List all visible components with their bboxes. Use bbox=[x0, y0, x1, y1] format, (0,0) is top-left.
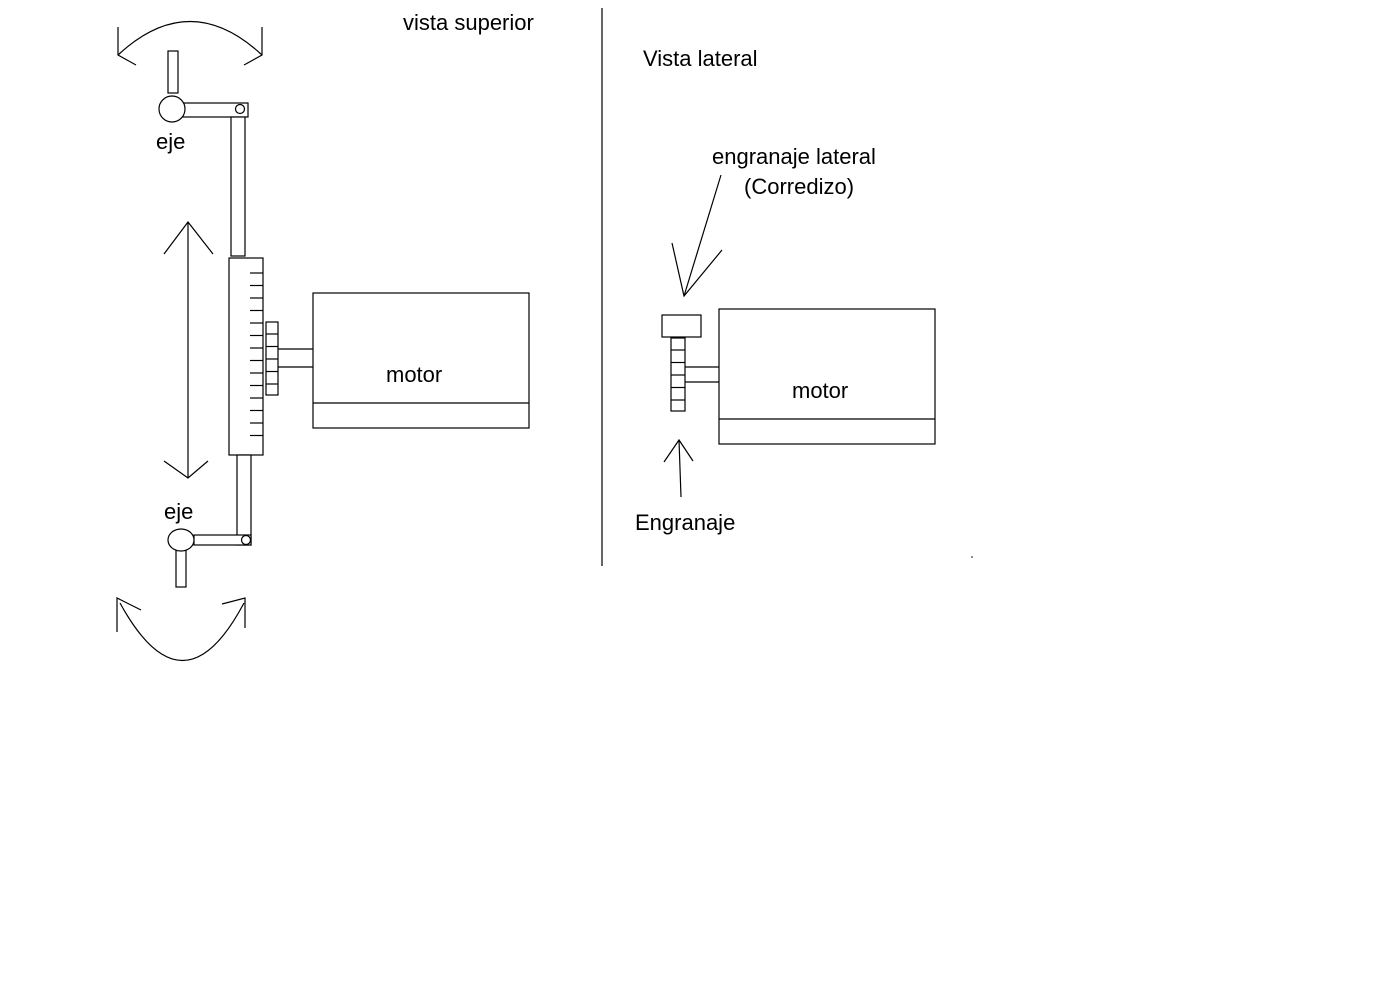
gear-label: Engranaje bbox=[635, 510, 735, 535]
vertical-motion-arrow bbox=[163, 221, 214, 479]
top-axis-pivot bbox=[158, 95, 186, 123]
bottom-axis-pivot bbox=[167, 528, 195, 552]
side-motor: motor bbox=[718, 308, 936, 445]
sliding-side-gear bbox=[661, 314, 702, 338]
pinion-gear bbox=[265, 321, 279, 396]
side-view-title: Vista lateral bbox=[643, 46, 758, 71]
top-view-title: vista superior bbox=[403, 10, 534, 35]
top-view: vista superior eje bbox=[116, 10, 534, 661]
side-view: Vista lateral engranaje lateral (Corredi… bbox=[635, 46, 973, 558]
side-gear-pointer-arrow bbox=[671, 174, 723, 298]
bottom-rotation-arrow bbox=[116, 597, 246, 661]
stray-dot bbox=[971, 556, 973, 558]
top-axis-shaft bbox=[167, 50, 179, 94]
lower-rod bbox=[236, 454, 252, 546]
top-motor: motor bbox=[312, 292, 530, 429]
side-gear-label-line1: engranaje lateral bbox=[712, 144, 876, 169]
bottom-link-pin bbox=[240, 534, 252, 546]
gear-pointer-arrow bbox=[663, 438, 694, 498]
top-rotation-arrow bbox=[117, 20, 263, 66]
side-gear-label-line2: (Corredizo) bbox=[744, 174, 854, 199]
bottom-axis-label: eje bbox=[164, 499, 193, 524]
side-motor-shaft bbox=[685, 366, 719, 383]
rack bbox=[228, 257, 264, 456]
top-axis-label: eje bbox=[156, 129, 185, 154]
side-motor-label: motor bbox=[792, 378, 848, 403]
bottom-axis-shaft bbox=[175, 547, 187, 588]
top-axis: eje bbox=[156, 50, 249, 154]
top-motor-label: motor bbox=[386, 362, 442, 387]
top-link-pin bbox=[234, 103, 246, 115]
top-motor-shaft bbox=[278, 348, 313, 368]
side-gear-stack bbox=[670, 337, 686, 412]
upper-rod bbox=[230, 116, 246, 257]
bottom-axis: eje bbox=[164, 499, 252, 588]
